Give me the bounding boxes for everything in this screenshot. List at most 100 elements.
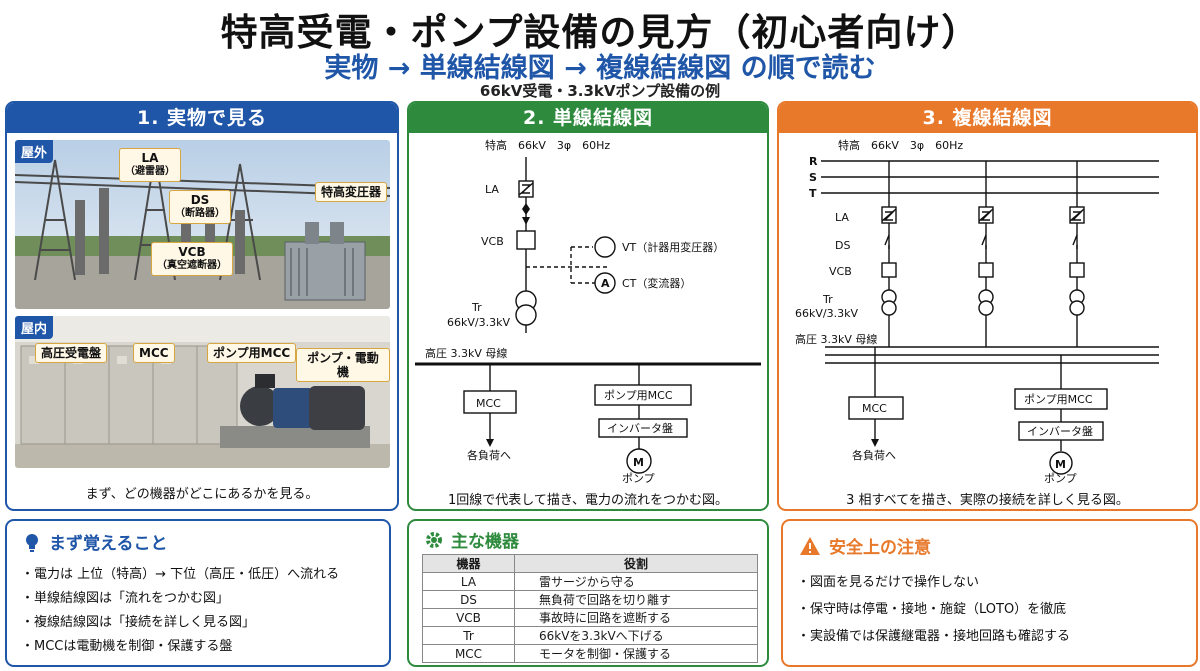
ds-label: DS (835, 239, 850, 252)
panel-heading: 2. 単線結線図 (409, 103, 767, 133)
loads-label: 各負荷へ (467, 448, 511, 462)
table-cell: 66kVを3.3kVへ下げる (514, 626, 758, 645)
table-row: Tr 66kVを3.3kVへ下げる (422, 626, 758, 645)
outdoor-tag: 屋外 (15, 140, 54, 163)
page-title: 特高受電・ポンプ設備の見方（初心者向け） (220, 11, 980, 54)
tr-label: Tr (471, 301, 482, 314)
inverter-box-label: インバータ盤 (1027, 425, 1093, 438)
learn-box: まず覚えること ・電力は 上位（特高）→ 下位（高圧・低圧）へ流れる ・単線結線… (5, 519, 391, 667)
table-cell: Tr (422, 626, 515, 645)
tr-rating-label: 66kV/3.3kV (795, 307, 858, 320)
ammeter-symbol: A (601, 277, 610, 290)
list-item: ・実設備では保護継電器・接地回路も確認する (797, 629, 1071, 644)
vt-label: VT（計器用変圧器） (622, 240, 724, 254)
callout-vcb-label: VCB (178, 245, 206, 259)
table-row: DS 無負荷で回路を切り離す (422, 590, 758, 609)
callout-la-sublabel: （避雷器） (125, 166, 175, 177)
learn-heading-text: まず覚えること (49, 534, 168, 554)
list-item: ・単線結線図は「流れをつかむ図」 (21, 591, 230, 606)
tr-rating-label: 66kV/3.3kV (447, 316, 510, 329)
pump-label: ポンプ (622, 472, 655, 483)
callout-la-label: LA (141, 151, 159, 165)
panel-heading: 3. 複線結線図 (779, 103, 1196, 133)
indoor-tag: 屋内 (15, 316, 54, 339)
lightbulb-icon (26, 533, 38, 552)
motor-symbol: M (633, 456, 644, 469)
learn-list: ・電力は 上位（特高）→ 下位（高圧・低圧）へ流れる ・単線結線図は「流れをつか… (21, 563, 339, 659)
ct-label: CT（変流器） (622, 276, 691, 290)
list-item: ・保守時は停電・接地・施錠（LOTO）を徹底 (797, 602, 1067, 617)
mcc-box-label: MCC (862, 402, 887, 415)
outdoor-photo: 屋外 LA （避雷器） DS （断路器） VCB （真空遮断器） 特高変圧器 (15, 140, 390, 309)
column-header: 機器 (422, 554, 515, 573)
vcb-label: VCB (481, 235, 504, 248)
callout-vcb-sublabel: （真空遮断器） (157, 260, 227, 271)
panel-single-line: 2. 単線結線図 特高 66kV 3φ 60Hz (407, 101, 769, 511)
callout-vcb: VCB （真空遮断器） (151, 242, 233, 276)
list-item: ・複線結線図は「接続を詳しく見る図」 (21, 615, 256, 630)
table-cell: 雷サージから守る (514, 572, 758, 591)
table-header-row: 機器 役割 (422, 554, 758, 573)
panel-three-line: 3. 複線結線図 特高 66kV 3φ 60Hz (777, 101, 1198, 511)
source-label: 特高 66kV 3φ 60Hz (485, 138, 610, 152)
panel-heading: 1. 実物で見る (7, 103, 397, 133)
page-subtitle: 実物 → 単線結線図 → 複線結線図 の順で読む (324, 53, 876, 84)
callout-la: LA （避雷器） (119, 148, 181, 182)
source-label: 特高 66kV 3φ 60Hz (838, 138, 963, 152)
list-item: ・電力は 上位（特高）→ 下位（高圧・低圧）へ流れる (21, 567, 340, 582)
table-cell: MCC (422, 644, 515, 663)
panel-actual-equipment: 1. 実物で見る (5, 101, 399, 511)
bus-label: 高圧 3.3kV 母線 (795, 332, 877, 346)
callout-pump-mcc: ポンプ用MCC (207, 343, 297, 363)
equipment-heading-text: 主な機器 (451, 532, 519, 552)
equipment-table: 機器 役割 LA 雷サージから守る DS 無負荷で回路を切り離す VCB 事故時… (422, 554, 758, 663)
table-row: LA 雷サージから守る (422, 572, 758, 591)
table-row: VCB 事故時に回路を遮断する (422, 608, 758, 627)
callout-ds-sublabel: （断路器） (175, 208, 225, 219)
safety-list: ・図面を見るだけで操作しない ・保守時は停電・接地・施錠（LOTO）を徹底 ・実… (797, 569, 1070, 650)
safety-heading-text: 安全上の注意 (829, 538, 931, 558)
page-caption: 66kV受電・3.3kVポンプ設備の例 (479, 82, 721, 100)
table-cell: 事故時に回路を遮断する (514, 608, 758, 627)
equipment-heading: 主な機器 (425, 527, 519, 552)
phase-s-label: S (809, 171, 817, 184)
indoor-equipment-illustration (15, 316, 390, 468)
panel-footer: まず、どの機器がどこにあるかを見る。 (85, 487, 319, 502)
list-item: ・図面を見るだけで操作しない (797, 575, 980, 590)
callout-mcc: MCC (133, 343, 175, 363)
learn-heading: まず覚えること (23, 529, 168, 554)
single-line-diagram: 特高 66kV 3φ 60Hz (415, 138, 761, 483)
bus-label: 高圧 3.3kV 母線 (425, 346, 507, 360)
callout-hv-panel: 高圧受電盤 (35, 343, 108, 363)
callout-ds: DS （断路器） (169, 190, 231, 224)
pump-mcc-box-label: ポンプ用MCC (604, 389, 673, 402)
inverter-box-label: インバータ盤 (607, 422, 673, 435)
list-item: ・MCCは電動機を制御・保護する盤 (21, 639, 233, 654)
table-cell: 無負荷で回路を切り離す (514, 590, 758, 609)
equipment-box: 主な機器 機器 役割 LA 雷サージから守る DS 無負荷で回路を切り離す VC… (407, 519, 769, 667)
table-cell: モータを制御・保護する (514, 644, 758, 663)
callout-ds-label: DS (190, 193, 210, 207)
indoor-photo: 屋内 高圧受電盤 MCC ポンプ用MCC ポンプ・電動機 (15, 316, 390, 468)
motor-symbol: M (1055, 458, 1066, 471)
tr-label: Tr (822, 293, 833, 306)
three-line-diagram: 特高 66kV 3φ 60Hz (795, 138, 1159, 483)
callout-transformer: 特高変圧器 (315, 182, 388, 202)
phase-r-label: R (809, 155, 818, 168)
panel-footer: 1回線で代表して描き、電力の流れをつかむ図。 (448, 493, 728, 508)
warning-icon (800, 536, 820, 555)
table-cell: DS (422, 590, 515, 609)
table-cell: VCB (422, 608, 515, 627)
pump-mcc-box-label: ポンプ用MCC (1024, 393, 1093, 406)
phase-t-label: T (809, 187, 817, 200)
table-row: MCC モータを制御・保護する (422, 644, 758, 663)
la-label: LA (835, 211, 849, 224)
safety-heading: 安全上の注意 (799, 533, 931, 558)
panel-footer: 3 相すべてを描き、実際の接続を詳しく見る図。 (846, 493, 1129, 508)
safety-box: 安全上の注意 ・図面を見るだけで操作しない ・保守時は停電・接地・施錠（LOTO… (781, 519, 1198, 667)
table-cell: LA (422, 572, 515, 591)
la-label: LA (485, 183, 499, 196)
vcb-label: VCB (829, 265, 852, 278)
gear-icon (426, 531, 442, 548)
mcc-box-label: MCC (476, 397, 501, 410)
